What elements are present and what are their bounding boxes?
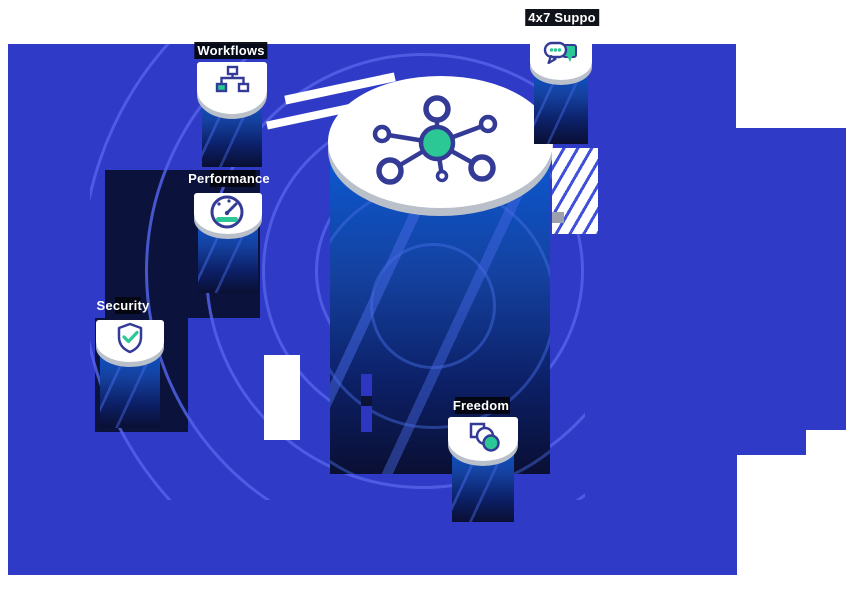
white-patch xyxy=(264,355,300,440)
speedometer-icon xyxy=(210,195,244,229)
feature-label-performance: Performance xyxy=(185,170,273,187)
network-hub-icon xyxy=(372,95,498,185)
white-patch xyxy=(736,44,854,128)
gray-artifact xyxy=(552,212,564,223)
chat-bubbles-icon xyxy=(543,41,577,65)
white-patch xyxy=(737,455,854,592)
org-chart-icon xyxy=(215,65,250,93)
feature-label-security: Security xyxy=(93,297,153,314)
feature-label-support: 4x7 Suppo xyxy=(525,9,599,26)
feature-label-workflows: Workflows xyxy=(194,42,268,59)
feature-label-freedom: Freedom xyxy=(449,397,513,414)
glitch-artifact xyxy=(361,374,372,432)
shapes-icon xyxy=(469,422,500,452)
shield-check-icon xyxy=(117,322,143,354)
